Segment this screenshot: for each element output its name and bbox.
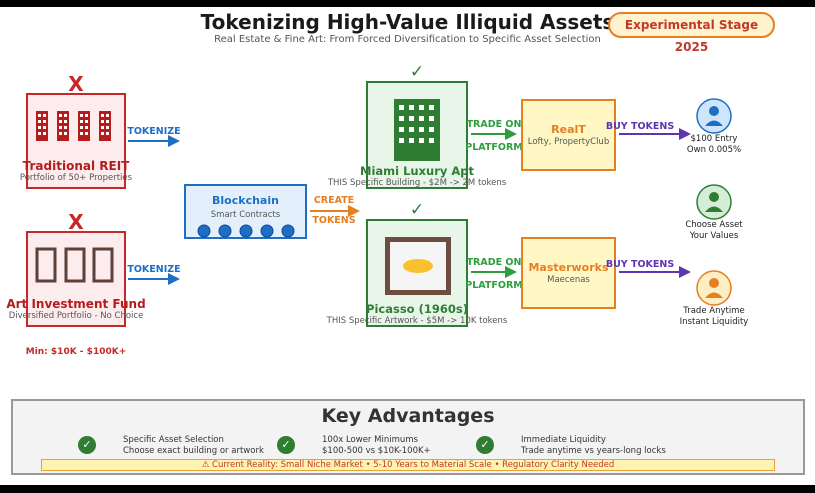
bottom-border bbox=[0, 485, 815, 493]
advantage-2-desc: $100-500 vs $10K-100K+ bbox=[322, 446, 431, 456]
advantages-title: Key Advantages bbox=[321, 405, 495, 427]
buy-tokens-label-bottom: BUY TOKENS bbox=[605, 259, 675, 270]
investor-2-line2: Your Values bbox=[689, 231, 739, 241]
miami-desc: THIS Specific Building - $2M -> 2M token… bbox=[327, 178, 507, 188]
art-fund-reject-mark: X bbox=[68, 210, 84, 234]
page-title: Tokenizing High-Value Illiquid Assets bbox=[200, 10, 615, 34]
reit-desc: Portfolio of 50+ Properties bbox=[19, 173, 133, 183]
chain-blocks-icon bbox=[197, 224, 295, 238]
advantage-2-title: 100x Lower Minimums bbox=[322, 435, 418, 445]
painting-icon bbox=[385, 237, 451, 295]
masterworks-box: Masterworks Maecenas bbox=[521, 237, 616, 309]
investor-3-line2: Instant Liquidity bbox=[679, 317, 749, 327]
top-border bbox=[0, 0, 815, 7]
picasso-title: Picasso (1960s) bbox=[366, 302, 468, 316]
picasso-box bbox=[366, 219, 468, 327]
investor-1-line1: $100 Entry bbox=[690, 134, 738, 144]
reit-title: Traditional REIT bbox=[22, 159, 130, 173]
check-icon: ✓ bbox=[78, 436, 96, 454]
trade-on-label-bottom: TRADE ON bbox=[466, 257, 522, 268]
investor-2-line1: Choose Asset bbox=[685, 220, 743, 230]
warning-banner: ⚠ Current Reality: Small Niche Market • … bbox=[41, 459, 775, 471]
blockchain-desc: Smart Contracts bbox=[210, 210, 281, 220]
tokenize-label-art: TOKENIZE bbox=[127, 264, 181, 275]
picasso-check-mark: ✓ bbox=[409, 200, 425, 220]
realt-box: RealT Lofty, PropertyClub bbox=[521, 99, 616, 171]
realt-desc: Lofty, PropertyClub bbox=[527, 137, 610, 147]
miami-box bbox=[366, 81, 468, 189]
investor-icon-blue bbox=[696, 98, 732, 134]
miami-check-mark: ✓ bbox=[409, 62, 425, 82]
art-fund-box bbox=[26, 231, 126, 327]
masterworks-title: Masterworks bbox=[528, 261, 609, 274]
art-fund-desc: Diversified Portfolio - No Choice bbox=[8, 311, 144, 321]
platform-label-bottom: PLATFORM bbox=[465, 280, 523, 291]
masterworks-desc: Maecenas bbox=[547, 275, 590, 285]
investor-3-line1: Trade Anytime bbox=[683, 306, 745, 316]
stage-badge: Experimental Stage 2025 bbox=[608, 12, 775, 54]
investor-icon-green bbox=[696, 184, 732, 220]
advantage-3-desc: Trade anytime vs years-long locks bbox=[521, 446, 666, 456]
check-icon: ✓ bbox=[476, 436, 494, 454]
picasso-desc: THIS Specific Artwork - $5M -> 10K token… bbox=[326, 316, 508, 326]
buildings-icon bbox=[36, 111, 111, 141]
investor-icon-orange bbox=[696, 270, 732, 306]
trade-on-label-top: TRADE ON bbox=[466, 119, 522, 130]
minimum-investment: Min: $10K - $100K+ bbox=[25, 347, 127, 357]
realt-title: RealT bbox=[551, 123, 586, 136]
tokenize-label-reit: TOKENIZE bbox=[127, 126, 181, 137]
frames-icon bbox=[35, 247, 114, 283]
art-fund-title: Art Investment Fund bbox=[6, 297, 146, 311]
advantage-1-desc: Choose exact building or artwork bbox=[123, 446, 264, 456]
advantage-1-title: Specific Asset Selection bbox=[123, 435, 224, 445]
building-icon bbox=[394, 99, 440, 161]
blockchain-box: Blockchain Smart Contracts bbox=[184, 184, 307, 239]
tokens-label: TOKENS bbox=[312, 215, 356, 226]
platform-label-top: PLATFORM bbox=[465, 142, 523, 153]
blockchain-title: Blockchain bbox=[212, 194, 279, 207]
reit-box bbox=[26, 93, 126, 189]
check-icon: ✓ bbox=[277, 436, 295, 454]
miami-title: Miami Luxury Apt bbox=[360, 164, 474, 178]
buy-tokens-label-top: BUY TOKENS bbox=[605, 121, 675, 132]
reit-reject-mark: X bbox=[68, 72, 84, 96]
page-subtitle: Real Estate & Fine Art: From Forced Dive… bbox=[214, 34, 601, 45]
create-label: CREATE bbox=[313, 195, 355, 206]
investor-1-line2: Own 0.005% bbox=[686, 145, 742, 155]
advantage-3-title: Immediate Liquidity bbox=[521, 435, 606, 445]
